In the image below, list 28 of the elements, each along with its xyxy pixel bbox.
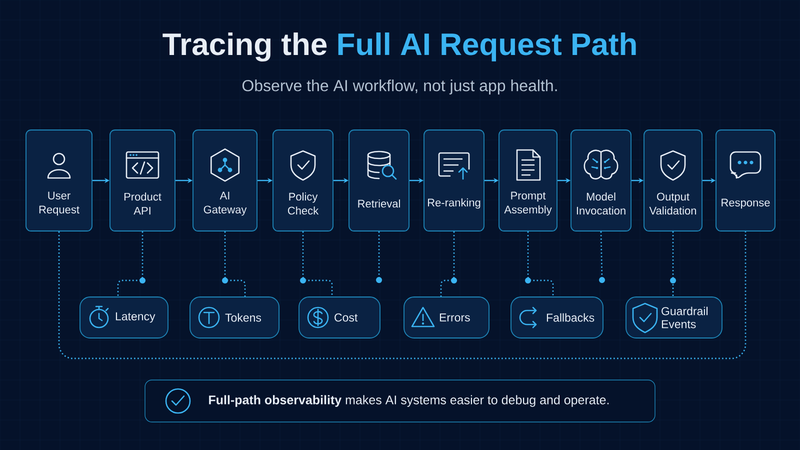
summary-banner: Full-path observability makes AI systems easier to debug and operate.: [144, 380, 656, 422]
leader-line: [117, 231, 146, 297]
title: Tracing the Full AI Request Path: [162, 32, 636, 62]
leader-line: [440, 231, 457, 297]
process-box: Response: [716, 130, 776, 232]
process-box: User Request: [26, 130, 92, 232]
leader-line: [600, 231, 603, 277]
process-box: Product API: [110, 130, 176, 232]
process-box: Retrieval: [348, 130, 410, 232]
metric-pill: Fallbacks: [510, 296, 604, 338]
process-box: Output Validation: [644, 130, 702, 232]
process-box: Policy Check: [272, 130, 334, 232]
leader-line: [525, 231, 554, 297]
subtitle: Observe the AI workflow, not just app health.: [242, 80, 557, 94]
loop-line: [58, 231, 746, 360]
leader-line: [378, 231, 380, 277]
metric-pill: Cost: [298, 296, 380, 338]
process-box: AI Gateway: [192, 130, 258, 232]
process-box: Model Invocation: [570, 130, 632, 232]
leader-line: [222, 231, 246, 297]
process-box: Prompt Assembly: [498, 130, 558, 232]
process-box: Re-ranking: [424, 130, 484, 232]
metric-pill: Errors: [404, 296, 490, 338]
leader-line: [670, 231, 676, 297]
metric-pill: Latency: [80, 296, 168, 338]
metric-pill: Guardrail Events: [626, 296, 722, 338]
metric-pill: Tokens: [190, 296, 280, 338]
leader-line: [300, 231, 333, 297]
